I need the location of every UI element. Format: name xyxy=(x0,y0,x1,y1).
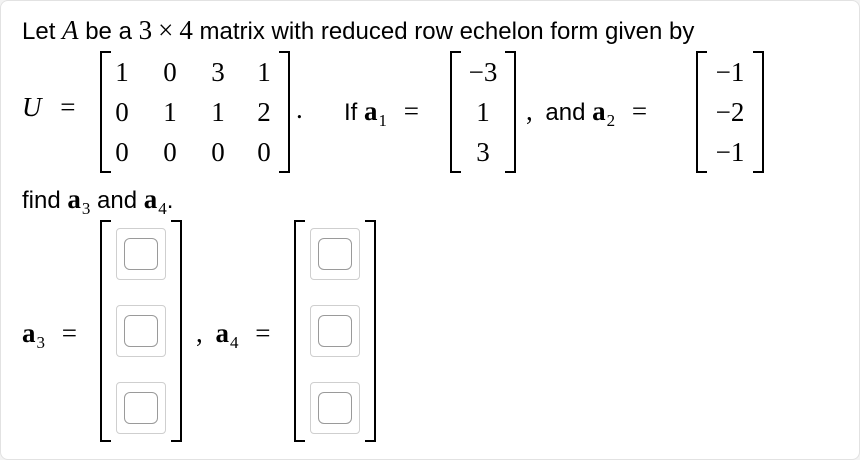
equals-sign: = xyxy=(631,96,648,126)
matrix-U-cell: 0 xyxy=(257,137,271,167)
vector-a2-entry: −1 xyxy=(715,137,745,167)
dim-rows: 3 xyxy=(138,15,153,45)
vector-a3-symbol: a xyxy=(22,318,36,348)
answer-slot xyxy=(116,382,166,434)
a4-entry-1-input[interactable] xyxy=(318,238,352,270)
vector-a4-symbol: a xyxy=(143,184,158,214)
if-text: If xyxy=(344,99,365,126)
left-bracket xyxy=(294,220,305,442)
vector-a4-symbol: a xyxy=(215,318,230,348)
answer-slot xyxy=(116,305,166,357)
matrix-U-cell: 1 xyxy=(211,97,225,127)
vector-a3-symbol: a xyxy=(67,184,81,214)
right-bracket xyxy=(171,220,182,442)
vector-a1-entry: 1 xyxy=(476,97,490,127)
matrix-symbol-A: A xyxy=(62,15,79,45)
a4-entry-3-input[interactable] xyxy=(318,392,352,424)
matrix-U-cell: 0 xyxy=(211,137,225,167)
right-bracket xyxy=(753,51,764,173)
left-bracket xyxy=(100,220,111,442)
equals-sign: = xyxy=(61,318,77,348)
vector-a1-entry: −3 xyxy=(468,57,498,87)
vector-a2-entry: −2 xyxy=(715,97,745,127)
find-instruction: find a3 and a4. xyxy=(22,184,174,218)
subscript: 4 xyxy=(230,333,239,352)
answer-a4-label: , a4 = xyxy=(196,318,271,352)
equals-sign: = xyxy=(255,318,271,348)
matrix-U-cell: 2 xyxy=(257,97,271,127)
intro-text: Let xyxy=(22,18,63,45)
intro-text-post: matrix with reduced row echelon form giv… xyxy=(192,18,695,45)
a3-entry-1-input[interactable] xyxy=(124,238,158,270)
matrix-U-cell: 0 xyxy=(115,137,129,167)
and-a2-label: , and a2 = xyxy=(526,96,648,130)
matrix-U-cell: 1 xyxy=(163,97,177,127)
equals-sign: = xyxy=(403,96,419,126)
vector-a1: −3 1 3 xyxy=(450,51,516,173)
and-text: and xyxy=(545,99,593,126)
a3-entry-2-input[interactable] xyxy=(124,315,158,347)
right-bracket xyxy=(505,51,516,173)
subscript: 4 xyxy=(158,199,167,218)
vector-a1-entry: 3 xyxy=(476,137,490,167)
right-bracket xyxy=(279,51,290,173)
matrix-U-cell: 1 xyxy=(257,57,271,87)
matrix-U: 1 0 3 1 0 1 1 2 0 0 0 0 xyxy=(100,51,290,173)
vector-a1-symbol: a xyxy=(364,96,378,126)
subscript: 2 xyxy=(606,111,616,130)
if-a1-label: If a1 = xyxy=(344,96,419,130)
period: . xyxy=(166,187,174,214)
subscript: 3 xyxy=(36,333,46,352)
answer-slot xyxy=(310,228,360,280)
answer-slot xyxy=(310,382,360,434)
left-bracket xyxy=(696,51,707,173)
left-bracket xyxy=(450,51,461,173)
vector-a2-entry: −1 xyxy=(715,57,745,87)
period: . xyxy=(296,94,303,124)
dim-cols: 4 xyxy=(179,15,193,45)
matrix-symbol-U: U xyxy=(22,92,42,122)
subscript: 1 xyxy=(378,111,388,130)
matrix-U-cell: 1 xyxy=(115,57,129,87)
matrix-U-cell: 0 xyxy=(115,97,129,127)
intro-text-mid: be a xyxy=(78,18,139,45)
answer-vector-a4 xyxy=(294,220,376,442)
a4-entry-2-input[interactable] xyxy=(318,315,352,347)
answer-slot xyxy=(116,228,166,280)
right-bracket xyxy=(365,220,376,442)
answer-slot xyxy=(310,305,360,357)
comma: , xyxy=(526,96,533,126)
matrix-U-cell: 3 xyxy=(211,57,225,87)
matrix-U-cell: 0 xyxy=(163,57,177,87)
vector-a2: −1 −2 −1 xyxy=(696,51,764,173)
subscript: 3 xyxy=(81,199,91,218)
comma: , xyxy=(196,318,203,348)
U-equals: U = xyxy=(22,92,75,123)
equals-sign: = xyxy=(60,92,76,122)
left-bracket xyxy=(100,51,111,173)
and-text: and xyxy=(90,187,144,214)
find-text: find xyxy=(22,187,68,214)
problem-statement: Let A be a 3×4 matrix with reduced row e… xyxy=(22,15,694,46)
matrix-U-cell: 0 xyxy=(163,137,177,167)
a3-entry-3-input[interactable] xyxy=(124,392,158,424)
answer-a3-label: a3 = xyxy=(22,318,77,352)
vector-a2-symbol: a xyxy=(592,96,606,126)
times-symbol: × xyxy=(158,15,174,45)
answer-vector-a3 xyxy=(100,220,182,442)
